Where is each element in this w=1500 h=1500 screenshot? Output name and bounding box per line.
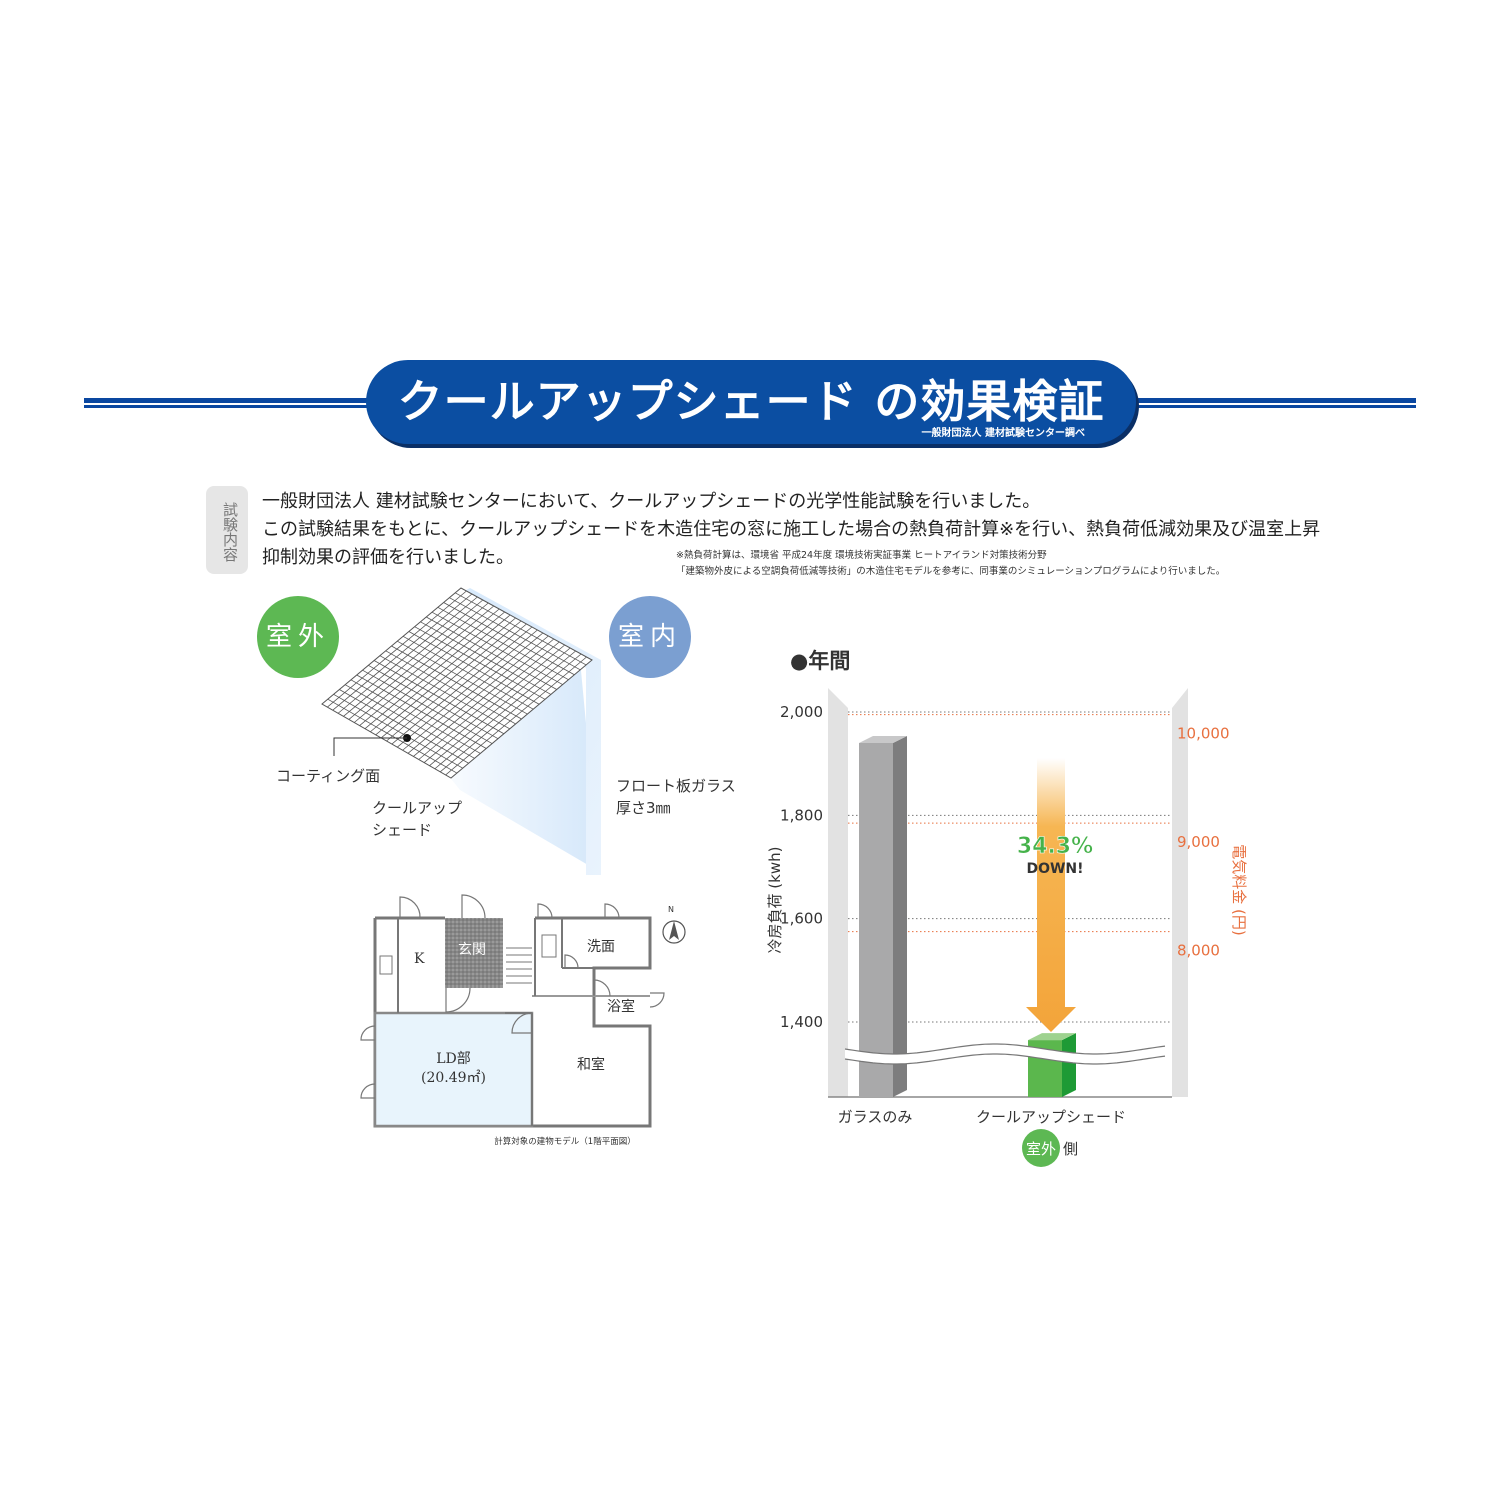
test-line-3: 抑制効果の評価を行いました。 xyxy=(262,547,514,568)
outside-side-badge xyxy=(1022,1129,1060,1167)
y2-tick-label: 9,000 xyxy=(1177,833,1220,851)
y2-tick-label: 8,000 xyxy=(1177,942,1220,960)
y-axis-label: 冷房負荷 (kwh) xyxy=(766,847,784,954)
room-kitchen: K xyxy=(414,951,425,967)
test-line-2: この試験結果をもとに、クールアップシェードを木造住宅の窓に施工した場合の熱負荷計… xyxy=(262,519,1321,540)
room-ld-area: (20.49㎡) xyxy=(420,1070,486,1086)
outside-side-badge-text: 室外 xyxy=(1026,1140,1056,1158)
chart-title: ●年間 xyxy=(790,649,850,673)
test-label-box xyxy=(206,486,248,574)
shade-label-2: シェード xyxy=(372,821,433,839)
test-note-2: 「建築物外皮による空調負荷低減等技術」の木造住宅モデルを参考に、同事業のシミュレ… xyxy=(676,566,1226,577)
glass-label-1: フロート板ガラス xyxy=(616,777,736,795)
test-line-1: 一般財団法人 建材試験センターにおいて、クールアップシェードの光学性能試験を行い… xyxy=(262,491,1041,512)
percent-annotation: 34.3% xyxy=(1017,834,1093,859)
room-japanese: 和室 xyxy=(577,1057,605,1073)
bar-shade-top xyxy=(1028,1033,1076,1041)
down-annotation: DOWN! xyxy=(1026,861,1083,877)
bar-glass xyxy=(859,743,893,1097)
y-tick-label: 1,600 xyxy=(780,910,823,928)
room-washroom: 洗面 xyxy=(587,939,615,955)
test-note-1: ※熱負荷計算は、環境省 平成24年度 環境技術実証事業 ヒートアイランド対策技術… xyxy=(676,550,1047,561)
bar-glass-side xyxy=(893,736,907,1097)
room-ld: LD部 xyxy=(436,1051,471,1067)
axis-break-line-top xyxy=(844,1043,1166,1055)
chart-left-wall xyxy=(828,688,848,1097)
test-label: 試験内容 xyxy=(221,502,239,562)
glass-pane xyxy=(455,588,601,875)
title-banner xyxy=(366,360,1136,444)
y-tick-label: 2,000 xyxy=(780,703,823,721)
page-title: クールアップシェード の効果検証 xyxy=(397,375,1105,428)
floor-plan-caption: 計算対象の建物モデル（1階平面図） xyxy=(494,1137,636,1147)
coating-label: コーティング面 xyxy=(276,767,381,785)
coating-leader xyxy=(333,737,407,756)
y-tick-label: 1,800 xyxy=(780,806,823,824)
compass-n: N xyxy=(668,905,674,914)
axis-break-line-bottom xyxy=(844,1053,1166,1065)
shade-label-1: クールアップ xyxy=(372,799,463,817)
y2-axis-label: 電気料金 (円) xyxy=(1230,844,1248,935)
chart-right-wall xyxy=(1172,688,1188,1097)
room-entrance: 玄関 xyxy=(458,942,486,958)
category-label-glass: ガラスのみ xyxy=(838,1108,913,1126)
category-label-shade: クールアップシェード xyxy=(976,1108,1126,1126)
outside-side-text: 側 xyxy=(1063,1140,1078,1158)
outside-badge: 室外 xyxy=(257,596,339,678)
room-bath: 浴室 xyxy=(607,999,635,1015)
bar-glass-top xyxy=(859,736,907,743)
bar-shade-side xyxy=(1062,1033,1076,1097)
light-beam xyxy=(420,660,600,872)
y-tick-label: 1,400 xyxy=(780,1013,823,1031)
page-subtitle: 一般財団法人 建材試験センター調べ xyxy=(921,428,1085,439)
decrease-arrow xyxy=(1026,758,1076,1032)
inside-badge: 室内 xyxy=(609,596,691,678)
y2-tick-label: 10,000 xyxy=(1177,725,1230,743)
glass-label-2: 厚さ3㎜ xyxy=(616,799,671,817)
